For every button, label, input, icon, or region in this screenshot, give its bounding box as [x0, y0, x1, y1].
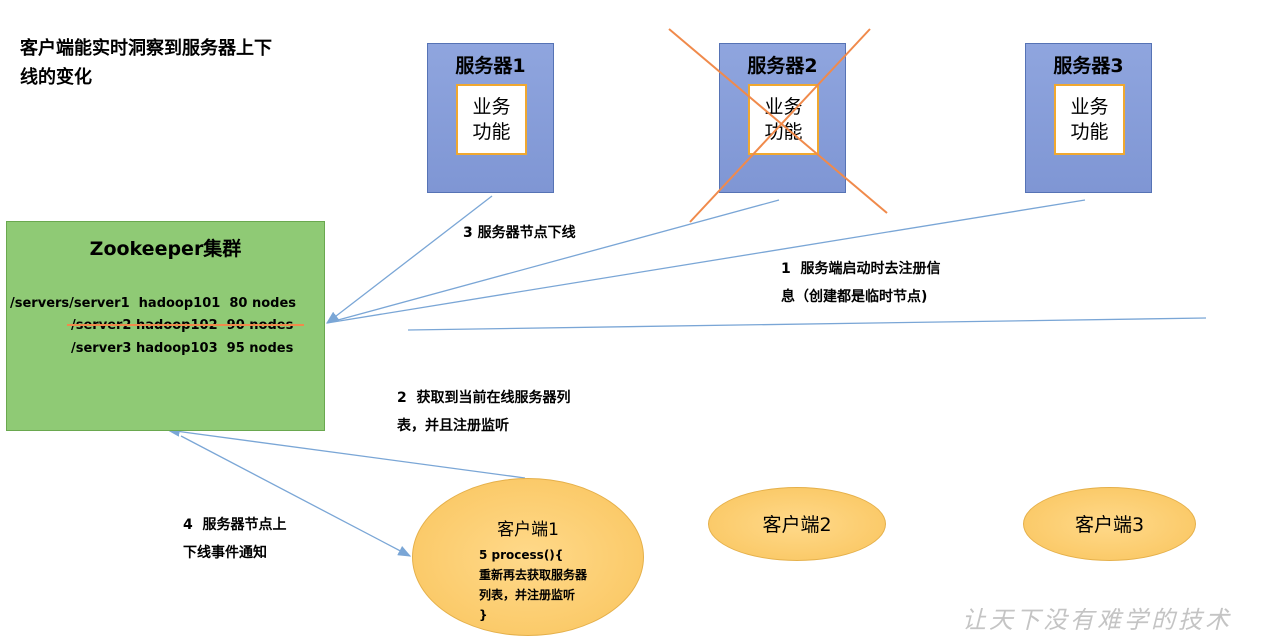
arrow-server1-to-zk	[325, 195, 493, 324]
zk-node-server3: /server3 hadoop103 95 nodes	[71, 341, 294, 356]
step-2-label: 2 获取到当前在线服务器列 表，并且注册监听	[397, 390, 571, 434]
line-server3-to-zk	[326, 199, 1086, 324]
server-3-title: 服务器3	[1053, 55, 1124, 77]
server-3-function: 业务 功能	[1054, 84, 1125, 155]
server-box-1: 服务器1 业务 功能	[427, 43, 554, 193]
server2-cross-line-a	[668, 28, 888, 214]
zookeeper-title: Zookeeper集群	[89, 238, 242, 260]
server-box-2: 服务器2 业务 功能	[719, 43, 846, 193]
server-1-title: 服务器1	[455, 55, 526, 77]
client-1-name: 客户端1	[497, 520, 559, 540]
page-title: 客户端能实时洞察到服务器上下线的变化	[20, 38, 272, 88]
client-2: 客户端2	[708, 487, 886, 561]
server-box-3: 服务器3 业务 功能	[1025, 43, 1152, 193]
separator-line	[407, 317, 1207, 331]
server-2-title: 服务器2	[747, 55, 818, 77]
client-3: 客户端3	[1023, 487, 1196, 561]
arrow-client1-to-zk	[166, 426, 526, 479]
step-3-label: 3 服务器节点下线	[463, 225, 576, 241]
step-4-label: 4 服务器节点上 下线事件通知	[183, 517, 287, 561]
line-server2-to-zk	[326, 199, 780, 324]
step-1-label: 1 服务端启动时去注册信 息（创建都是临时节点)	[781, 261, 941, 305]
arrow-zk-to-client1	[180, 435, 412, 557]
client-2-name: 客户端2	[762, 514, 832, 536]
watermark: 让天下没有难学的技术	[962, 606, 1232, 634]
server-1-function: 业务 功能	[456, 84, 527, 155]
client-1: 客户端1 5 process(){ 重新再去获取服务器 列表，并注册监听 }	[412, 478, 644, 636]
zk-node-server1: /servers/server1 hadoop101 80 nodes	[10, 296, 297, 311]
server2-cross-line-b	[689, 28, 871, 223]
client-3-name: 客户端3	[1074, 514, 1145, 536]
client-1-process-code: 5 process(){ 重新再去获取服务器 列表，并注册监听 }	[479, 548, 588, 622]
